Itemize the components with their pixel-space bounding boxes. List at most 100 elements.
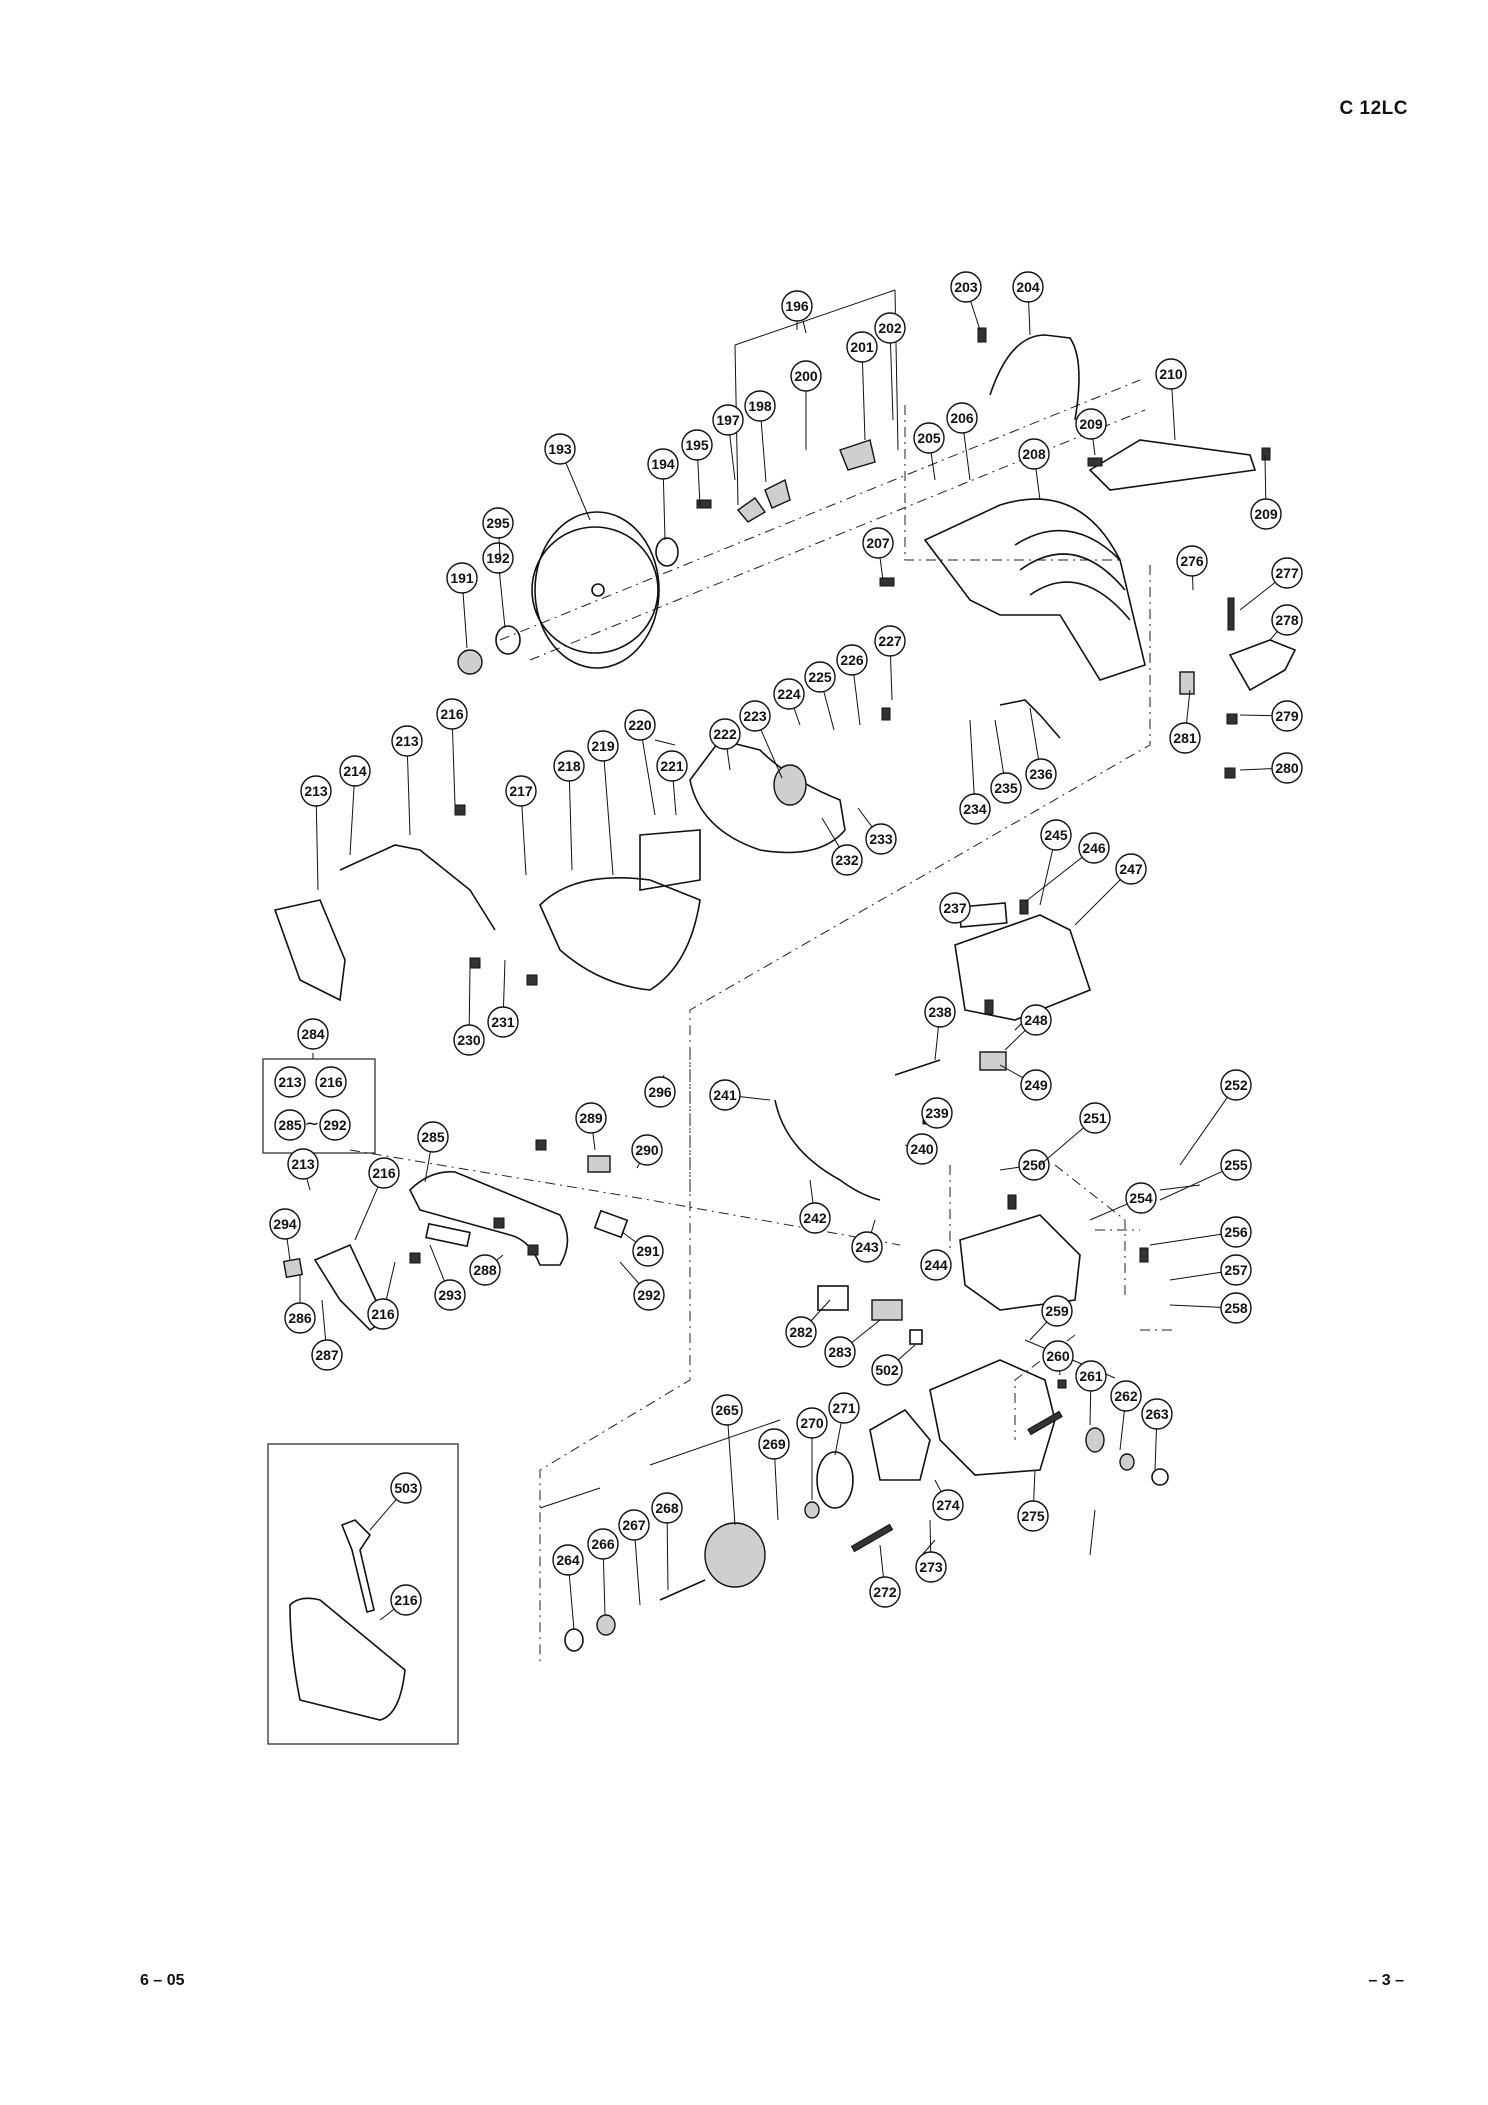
callout-leader — [369, 1499, 397, 1531]
part-callout-270: 270 — [796, 1407, 828, 1439]
callout-leader — [1092, 438, 1096, 456]
callout-leader — [1089, 1203, 1128, 1221]
part-callout-294: 294 — [269, 1208, 301, 1240]
callout-leader — [602, 1558, 606, 1616]
callout-number: 286 — [288, 1310, 312, 1326]
callout-number: 247 — [1119, 861, 1143, 877]
part-callout-268: 268 — [651, 1492, 683, 1524]
callout-circle — [390, 1472, 422, 1504]
callout-leader — [621, 1231, 637, 1243]
callout-leader — [994, 719, 1005, 774]
callout-leader — [1004, 1030, 1026, 1051]
callout-number: 213 — [291, 1156, 315, 1172]
callout-circle — [1012, 271, 1044, 303]
group-box-item-292: 292 — [319, 1109, 351, 1141]
callout-number: 280 — [1275, 760, 1299, 776]
callout-number: 203 — [954, 279, 978, 295]
callout-leader — [1024, 856, 1083, 903]
callout-leader — [1089, 1390, 1092, 1426]
callout-circle — [865, 823, 897, 855]
callout-number: 276 — [1180, 553, 1204, 569]
callout-circle — [284, 1302, 316, 1334]
part-callout-278: 278 — [1271, 604, 1303, 636]
callout-circle — [1040, 819, 1072, 851]
callout-number: 264 — [556, 1552, 580, 1568]
callout-number: 267 — [622, 1517, 646, 1533]
callout-circle — [871, 1354, 903, 1386]
callout-number: 283 — [828, 1344, 852, 1360]
callout-number: 252 — [1224, 1077, 1248, 1093]
part-callout-214: 214 — [339, 755, 371, 787]
callout-number: 290 — [635, 1142, 659, 1158]
callout-leader — [592, 1132, 596, 1151]
callout-circle — [1075, 1360, 1107, 1392]
callout-number: 245 — [1044, 827, 1068, 843]
callout-leader — [498, 537, 501, 556]
callout-leader — [853, 674, 861, 726]
accessory-box — [267, 1443, 459, 1745]
callout-leader — [1028, 301, 1031, 336]
part-callout-209: 209 — [1075, 408, 1107, 440]
callout-number: 205 — [917, 430, 941, 446]
callout-leader — [315, 805, 319, 891]
stator-shape — [869, 1408, 931, 1481]
gear-housing-part — [736, 497, 767, 523]
callout-number: 192 — [486, 550, 510, 566]
callout-number: 260 — [1046, 1348, 1070, 1364]
callout-leader — [1119, 1410, 1125, 1451]
callout-leader — [999, 1064, 1024, 1079]
blade-bolt-shape — [457, 649, 483, 675]
saw-blade-bore — [591, 583, 605, 597]
o-ring-shape — [564, 1628, 584, 1652]
callout-circle — [1271, 700, 1303, 732]
callout-circle — [712, 404, 744, 436]
callout-leader — [879, 557, 884, 581]
callout-number: 200 — [794, 368, 818, 384]
callout-number: 218 — [557, 758, 581, 774]
callout-leader — [568, 780, 573, 871]
callout-leader — [521, 805, 527, 876]
callout-leader — [662, 478, 666, 541]
callout-number: 289 — [579, 1110, 603, 1126]
callout-circle — [436, 698, 468, 730]
callout-leader — [354, 1186, 379, 1241]
callout-circle — [505, 775, 537, 807]
callout-circle — [824, 1336, 856, 1368]
callout-number: 197 — [716, 412, 740, 428]
part-callout-217: 217 — [505, 775, 537, 807]
callout-circle — [828, 1392, 860, 1424]
callout-number: 268 — [655, 1500, 679, 1516]
gear-case-rib — [1014, 529, 1121, 561]
gear-case-shape — [923, 498, 1146, 681]
callout-number: 227 — [878, 633, 902, 649]
callout-leader — [729, 434, 736, 481]
page-number: – 3 – — [1368, 1972, 1404, 1989]
callout-number: 238 — [928, 1004, 952, 1020]
callout-circle — [469, 1254, 501, 1286]
callout-leader — [870, 1219, 876, 1233]
callout-number: 209 — [1254, 506, 1278, 522]
part-callout-287: 287 — [311, 1339, 343, 1371]
callout-circle — [368, 1157, 400, 1189]
callout-leader — [1033, 1469, 1036, 1502]
part-callout-245: 245 — [1040, 819, 1072, 851]
part-callout-266: 266 — [587, 1528, 619, 1560]
spring-shape — [773, 764, 807, 806]
carbon-brush-shape — [1119, 1453, 1135, 1471]
lower-guard-shape — [689, 739, 846, 854]
callout-leader — [929, 1519, 932, 1553]
saw-blade-outline — [534, 511, 660, 669]
callout-circle — [781, 290, 813, 322]
callout-circle — [575, 1102, 607, 1134]
callout-leader — [889, 342, 894, 421]
callout-leader — [727, 1424, 736, 1526]
part-callout-221: 221 — [656, 750, 688, 782]
part-callout-207: 207 — [862, 527, 894, 559]
part-callout-257: 257 — [1220, 1254, 1252, 1286]
callout-circle — [939, 892, 971, 924]
motor-housing-shape — [929, 1359, 1056, 1476]
dust-bag-shape — [289, 1597, 406, 1721]
callout-circle — [1271, 557, 1303, 589]
arm-bracket-shape — [273, 899, 346, 1002]
part-callout-261: 261 — [1075, 1360, 1107, 1392]
